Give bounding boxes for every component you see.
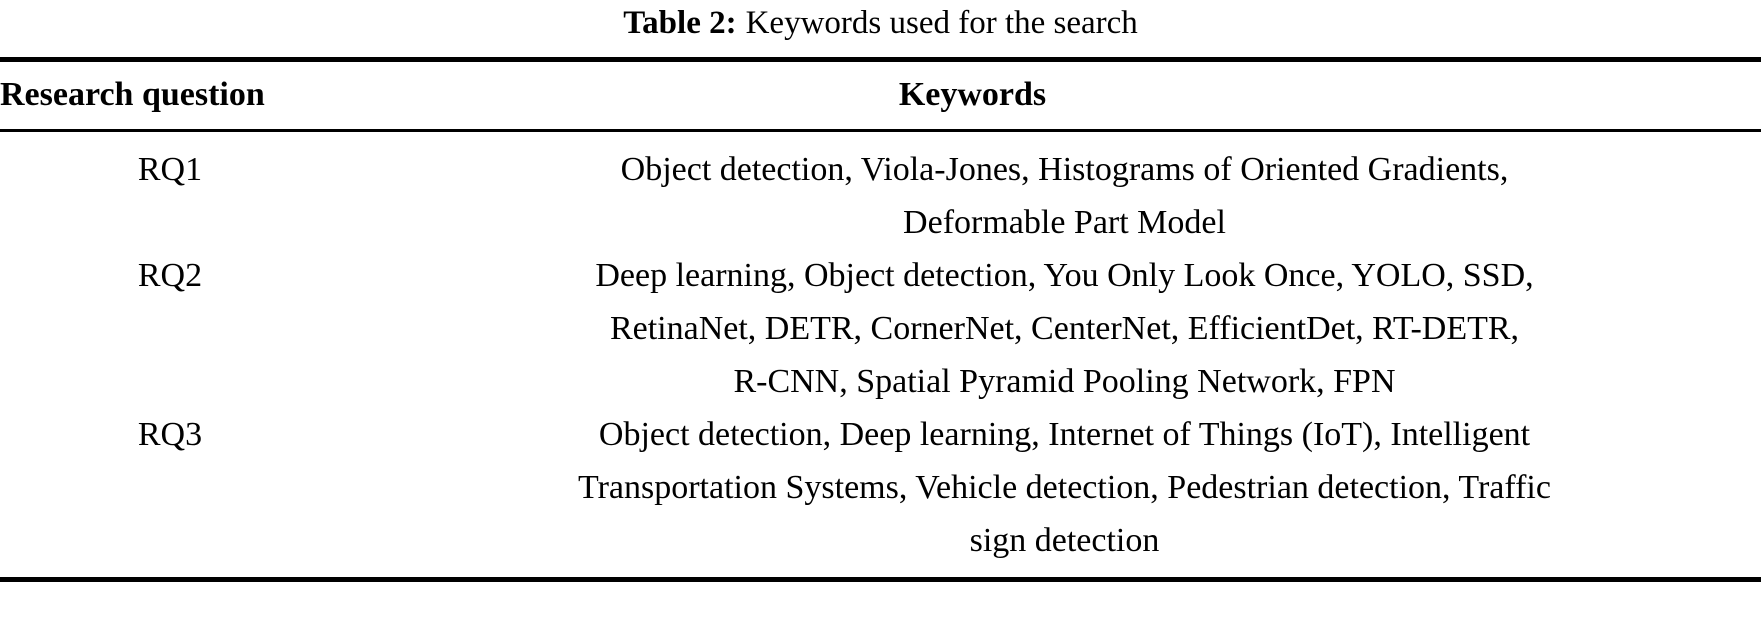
table-bottom-rule [0,577,1761,582]
table-row: RQ1 Object detection, Viola-Jones, Histo… [0,132,1761,249]
keyword-line: Deformable Part Model [903,204,1226,241]
caption-text: Keywords used for the search [745,5,1138,41]
keywords-table-body: RQ1 Object detection, Viola-Jones, Histo… [0,132,1761,577]
cell-research-question: RQ1 [137,151,203,188]
keyword-line: R-CNN, Spatial Pyramid Pooling Network, … [733,363,1396,400]
table-header: Research question Keywords [0,62,1761,129]
table-mid-rule [0,129,1761,132]
keywords-table: Research question Keywords [0,62,1761,129]
keyword-line: Object detection, Viola-Jones, Histogram… [620,151,1509,188]
cell-research-question: RQ2 [137,257,203,294]
column-header-keywords: Keywords [898,76,1047,113]
header-row: Research question Keywords [0,62,1761,129]
keyword-line: Object detection, Deep learning, Interne… [598,416,1531,453]
cell-keywords: Object detection, Viola-Jones, Histogram… [370,132,1761,249]
cell-keywords: Object detection, Deep learning, Interne… [370,408,1761,577]
cell-keywords: Deep learning, Object detection, You Onl… [370,249,1761,408]
keyword-line: RetinaNet, DETR, CornerNet, CenterNet, E… [609,310,1520,347]
keyword-line: sign detection [969,522,1160,559]
column-header-research-question: Research question [0,76,265,113]
cell-research-question: RQ3 [137,416,203,453]
table-row: RQ2 Deep learning, Object detection, You… [0,249,1761,408]
keyword-line: Transportation Systems, Vehicle detectio… [578,469,1551,506]
table-caption: Table 2:Keywords used for the search [0,0,1761,45]
caption-label: Table 2: [623,5,737,41]
table-container: Table 2:Keywords used for the search Res… [0,0,1761,582]
table-row: RQ3 Object detection, Deep learning, Int… [0,408,1761,577]
table-top-rule [0,57,1761,62]
keyword-line: Deep learning, Object detection, You Onl… [595,257,1534,294]
table-body: RQ1 Object detection, Viola-Jones, Histo… [0,132,1761,577]
